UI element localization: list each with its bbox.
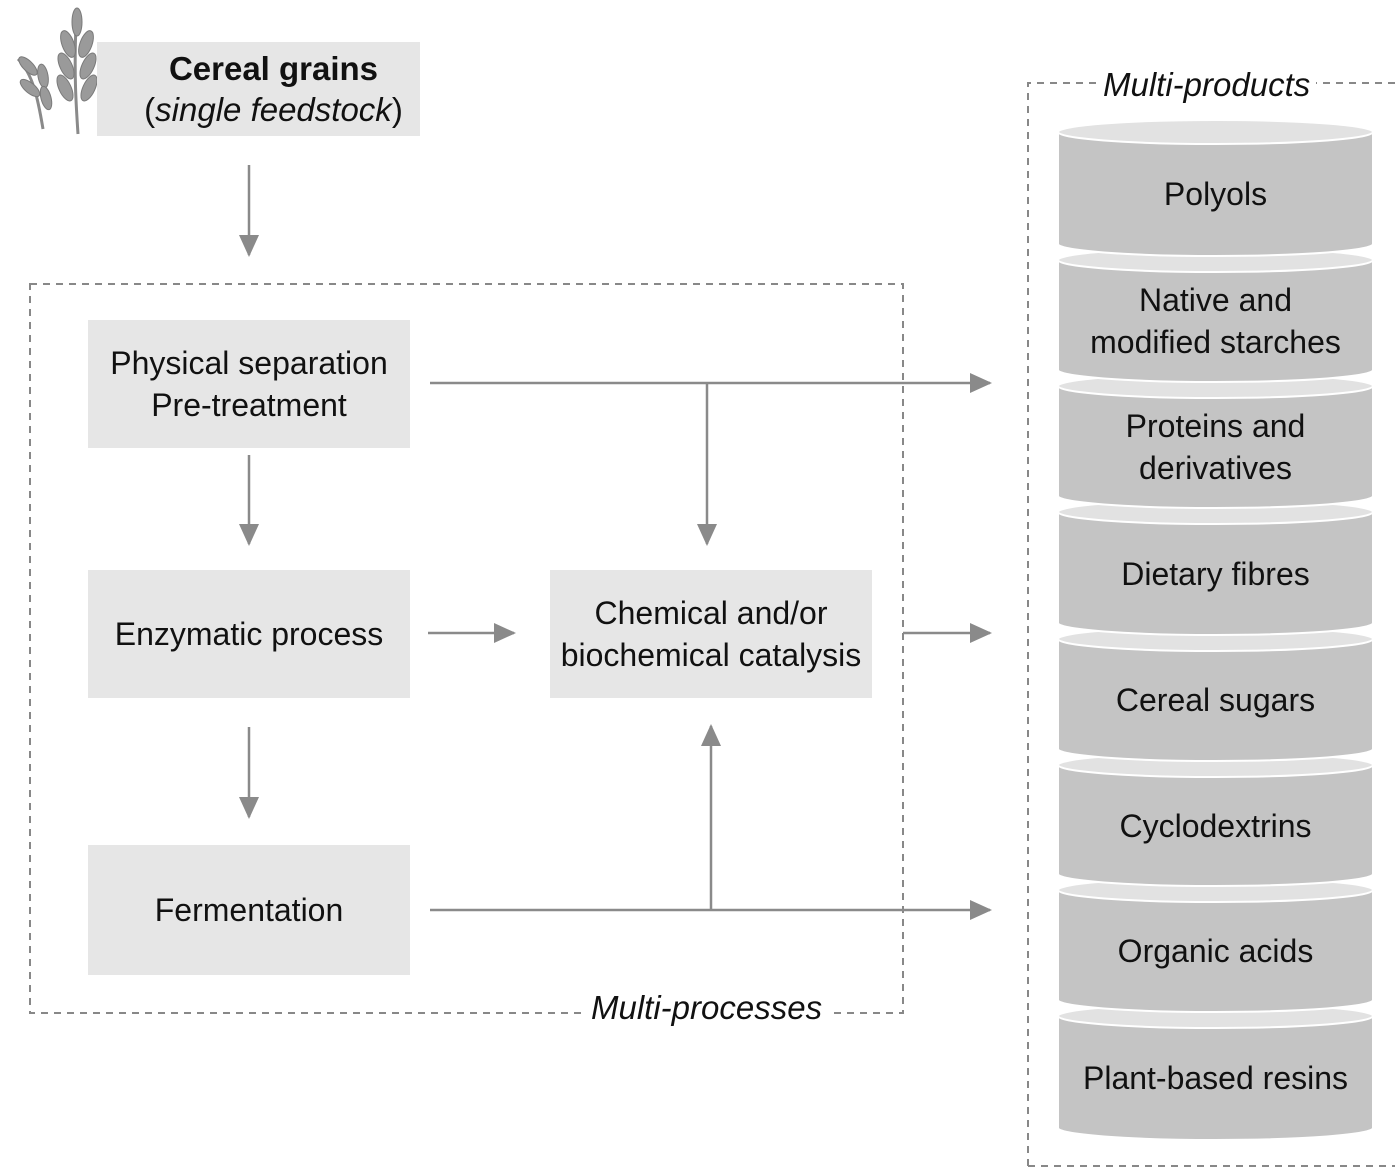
multi-products-label: Multi-products: [1097, 65, 1317, 105]
product-label: Cereal sugars: [1115, 682, 1316, 718]
multi-processes-frame: [29, 283, 904, 1014]
product-label: Dietary fibres: [1121, 555, 1310, 592]
feedstock-subtitle: (single feedstock): [144, 91, 403, 128]
product-cylinder: [1057, 752, 1374, 887]
enzymatic-process-box: Enzymatic process: [88, 570, 410, 698]
product-cylinder: [1057, 626, 1374, 762]
product-label: Organic acids: [1117, 933, 1314, 969]
multi-processes-label: Multi-processes: [585, 988, 829, 1028]
feedstock-title: Cereal grains: [168, 50, 379, 87]
product-label: Cyclodextrins: [1119, 807, 1312, 844]
feedstock-box: Cereal grains (single feedstock): [97, 42, 420, 136]
product-label: Polyols: [1163, 176, 1268, 212]
product-cylinder: [1057, 119, 1374, 257]
fermentation-box: Fermentation: [88, 845, 410, 975]
product-cylinder: [1057, 1003, 1374, 1141]
physical-separation-box: Physical separation Pre-treatment: [88, 320, 410, 448]
catalysis-box: Chemical and/or biochemical catalysis: [550, 570, 872, 698]
product-cylinders: [1057, 119, 1374, 1141]
product-label: Plant-based resins: [1082, 1060, 1349, 1096]
